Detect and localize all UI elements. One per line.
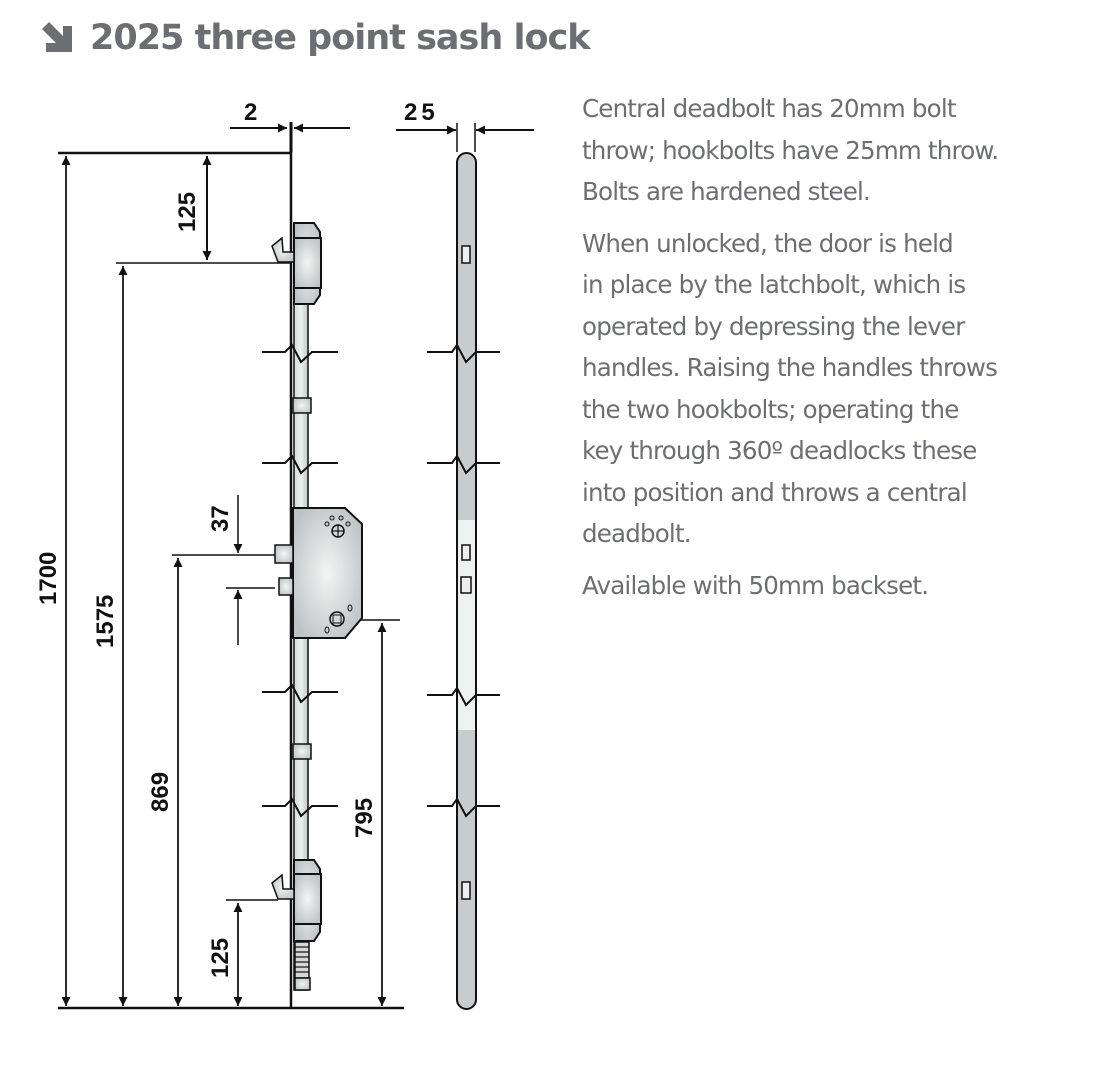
svg-text:1575: 1575 (92, 595, 119, 648)
svg-text:869: 869 (147, 772, 174, 812)
faceplate-front-view (427, 152, 500, 1010)
arrow-down-right-icon (42, 22, 72, 52)
description: Central deadbolt has 20mm bolt throw; ho… (582, 88, 1087, 616)
latchbolt (274, 544, 294, 564)
dim-faceplate-width: 25 (396, 99, 534, 152)
svg-text:125: 125 (174, 192, 201, 232)
svg-text:25: 25 (404, 99, 439, 126)
dim-spindle-height: 795 (351, 623, 387, 1006)
dim-deadbolt-height: 869 (147, 558, 183, 1006)
svg-text:795: 795 (351, 798, 378, 838)
dim-bottom-hook-height: 125 (207, 903, 243, 1006)
desc-bolts: Central deadbolt has 20mm bolt throw; ho… (582, 94, 999, 206)
title-text: 2025 three point sash lock (90, 18, 591, 58)
dim-top-hook-height: 1575 (92, 266, 128, 1006)
deadbolt (278, 577, 294, 596)
dim-overall-length: 1700 (35, 156, 71, 1006)
svg-text:1700: 1700 (35, 552, 62, 605)
dim-faceplate-thickness: 2 (230, 99, 350, 152)
desc-operation: When unlocked, the door is held in place… (582, 228, 998, 549)
svg-text:2: 2 (244, 99, 257, 126)
dim-deadbolt-spacing: 37 (207, 495, 243, 645)
page-title: 2025 three point sash lock (40, 18, 591, 58)
central-gearbox (274, 507, 363, 639)
bottom-hookbolt (271, 859, 322, 991)
desc-backset: Available with 50mm backset. (582, 570, 929, 600)
faceplate-side-view (262, 150, 363, 1008)
svg-text:37: 37 (207, 505, 234, 532)
top-hookbolt (271, 222, 322, 305)
svg-text:125: 125 (207, 938, 234, 978)
dim-top-hook-offset: 125 (174, 156, 212, 260)
lock-diagram: 2 25 1700 1575 125 37 (35, 99, 534, 1010)
